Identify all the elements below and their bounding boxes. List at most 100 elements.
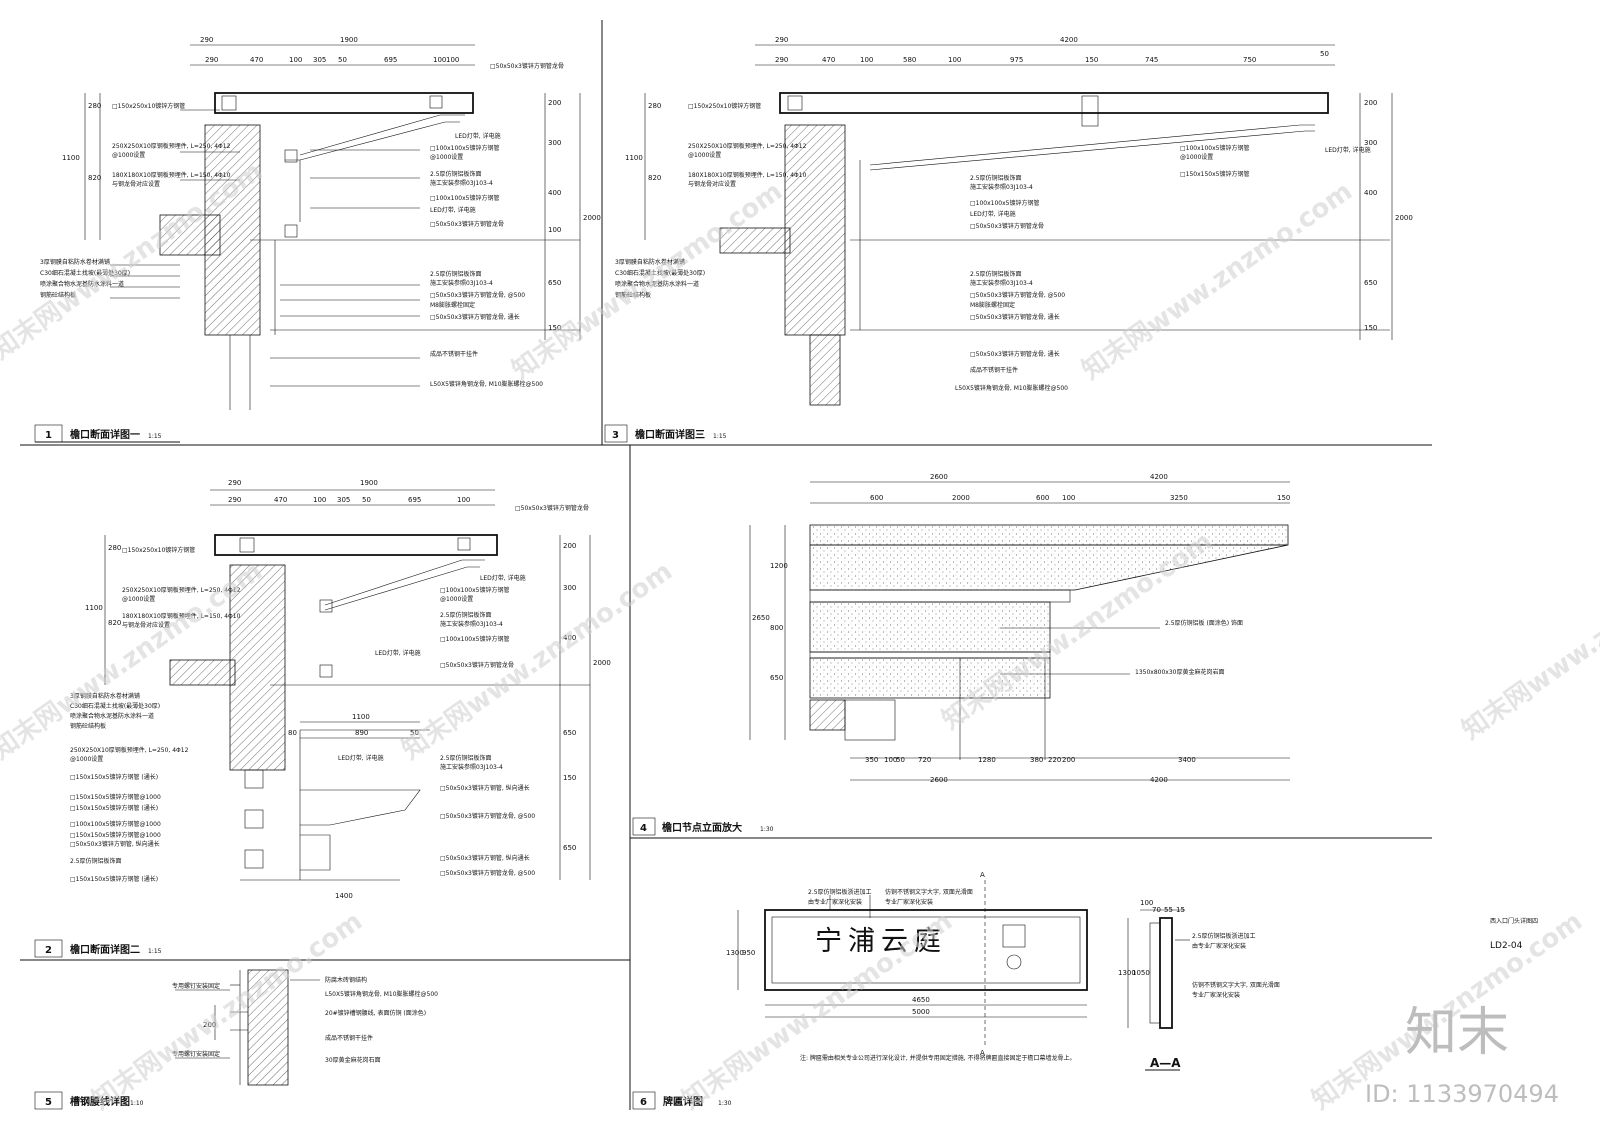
note: 施工安装参照03J103-4 [970, 279, 1033, 287]
dim: 1100 [625, 154, 643, 162]
note: 施工安装参照03J103-4 [440, 620, 503, 628]
dim: 1300 [1118, 969, 1136, 977]
note: □50x50x3镀锌方钢管龙骨, 通长 [970, 350, 1060, 358]
dim: 3400 [1178, 756, 1196, 764]
note: C30细石混凝土找坡(最薄处30厚) [615, 269, 705, 277]
note: 由专业厂家深化安装 [808, 898, 862, 906]
note: LED灯带, 详电施 [375, 649, 421, 657]
panel-number-box [34, 1091, 63, 1110]
note: 2.5厚仿铜铝板饰面 [430, 170, 482, 178]
dim: 750 [1243, 56, 1256, 64]
dim: 2000 [1395, 214, 1413, 222]
note: 250X250X10厚钢板预埋件, L=250, 4Φ12 [112, 142, 231, 150]
note: @1000设置 [70, 755, 103, 763]
dim: 470 [250, 56, 263, 64]
panel-1-drawing: 290 1900 290 470 100 305 50 695 100 100 [40, 36, 601, 410]
dim: 1900 [360, 479, 378, 487]
dim: 100 [457, 496, 470, 504]
dim: 820 [648, 174, 661, 182]
panel-number-box [34, 939, 63, 958]
panel-3-number: 3 [612, 430, 619, 441]
note: 20#镀锌槽钢腰线, 表面仿铜 (面涂色) [325, 1009, 426, 1017]
note: 喷涂聚合物水泥基防水涂料一道 [70, 712, 154, 720]
sheet-name: 西入口门头详图四 [1490, 917, 1538, 925]
note: 2.5厚仿铜铝板饰面 [440, 611, 492, 619]
panel-4-scale: 1:30 [760, 826, 774, 833]
note: □100x100x5镀锌方钢管 [440, 635, 510, 643]
dim: 100 [1140, 899, 1153, 907]
note: □150x150x5镀锌方钢管 (通长) [70, 804, 158, 812]
panel-2-number: 2 [45, 945, 52, 956]
note: □100x100x5镀锌方钢管 [430, 194, 500, 202]
note: □150x150x5镀锌方钢管@1000 [70, 831, 161, 839]
dim: 5000 [912, 1008, 930, 1016]
dim: 400 [563, 634, 576, 642]
note: 成品不锈钢干挂件 [970, 366, 1018, 374]
watermark: 知末网www.znzmo.com [397, 556, 678, 765]
dim: 580 [903, 56, 916, 64]
dim: 50 [896, 756, 905, 764]
section-mark: A [980, 871, 985, 879]
note: □150x150x5镀锌方钢管 (通长) [70, 773, 158, 781]
note: 2.5厚仿铜铝板饰面 [970, 270, 1022, 278]
note: □50x50x3镀锌方钢管, 纵向通长 [70, 840, 160, 848]
note: □50x50x3镀锌方钢管龙骨, 通长 [430, 313, 520, 321]
note: 与钢龙骨对应设置 [122, 621, 170, 629]
section-mark: A [980, 1049, 985, 1057]
note: □50x50x3镀锌方钢管, 纵向通长 [440, 784, 530, 792]
dim: 1050 [1132, 969, 1150, 977]
dim: 600 [1036, 494, 1049, 502]
note: @1000设置 [112, 151, 145, 159]
dim: 290 [775, 56, 788, 64]
panel-3-title: 檐口断面详图三 [635, 428, 705, 441]
note: @1000设置 [122, 595, 155, 603]
note: L50X5镀锌角钢龙骨, M10膨胀螺栓@500 [325, 990, 438, 998]
note: 成品不锈钢干挂件 [430, 350, 478, 358]
note: 仿铜不锈钢文字大字, 双面光滑面 [1192, 981, 1280, 989]
dim: 55 [1164, 906, 1173, 914]
dim: 100 [860, 56, 873, 64]
note: L50X5镀锌角钢龙骨, M10膨胀螺栓@500 [955, 384, 1068, 392]
dim: 2000 [593, 659, 611, 667]
dim: 4200 [1150, 473, 1168, 481]
note: □50x50x3镀锌方钢管龙骨 [970, 222, 1044, 230]
dim: 650 [563, 729, 576, 737]
panel-number-box [632, 817, 656, 836]
note: 180X180X10厚钢板预埋件, L=150, 4Φ10 [112, 171, 231, 179]
dim: 3250 [1170, 494, 1188, 502]
note: □50x50x3镀锌方钢管龙骨 [490, 62, 564, 70]
note: LED灯带, 详电施 [455, 132, 501, 140]
note: 成品不锈钢干挂件 [325, 1034, 373, 1042]
dim: 290 [228, 496, 241, 504]
note: 250X250X10厚钢板预埋件, L=250, 4Φ12 [688, 142, 807, 150]
dim: 890 [355, 729, 368, 737]
note: 3厚钢膜自粘防水卷材满铺 [615, 258, 685, 266]
dim: 150 [1364, 324, 1377, 332]
note: 3厚钢膜自粘防水卷材满铺 [40, 258, 110, 266]
note: □50x50x3镀锌方钢管龙骨 [440, 661, 514, 669]
dim: 2600 [930, 776, 948, 784]
dim: 1200 [770, 562, 788, 570]
panel-4-number: 4 [640, 823, 647, 834]
dim: 305 [313, 56, 326, 64]
panel-3-drawing: 290 4200 50 290 470 100 580 100 975 150 … [615, 36, 1413, 406]
watermark: 知末网www.znzmo.com [1457, 536, 1600, 745]
note: 与钢龙骨对应设置 [688, 180, 736, 188]
note: M8膨胀螺栓固定 [970, 301, 1015, 309]
dim: 975 [1010, 56, 1023, 64]
note: 2.5厚仿铜铝板饰面 [970, 174, 1022, 182]
dim: 400 [1364, 189, 1377, 197]
dim: 4200 [1060, 36, 1078, 44]
dim: 695 [408, 496, 421, 504]
dim: 150 [1277, 494, 1290, 502]
dim: 80 [288, 729, 297, 737]
dim: 290 [228, 479, 241, 487]
note: 专业厂家深化安装 [1192, 991, 1240, 999]
dim: 100 [548, 226, 561, 234]
panel-1-title: 檐口断面详图一 [70, 428, 140, 441]
dim: 820 [88, 174, 101, 182]
note: 30厚黄金麻花岗石面 [325, 1056, 381, 1064]
dim: 300 [1364, 139, 1377, 147]
dim: 290 [775, 36, 788, 44]
note: □100x100x5镀锌方钢管@1000 [70, 820, 161, 828]
